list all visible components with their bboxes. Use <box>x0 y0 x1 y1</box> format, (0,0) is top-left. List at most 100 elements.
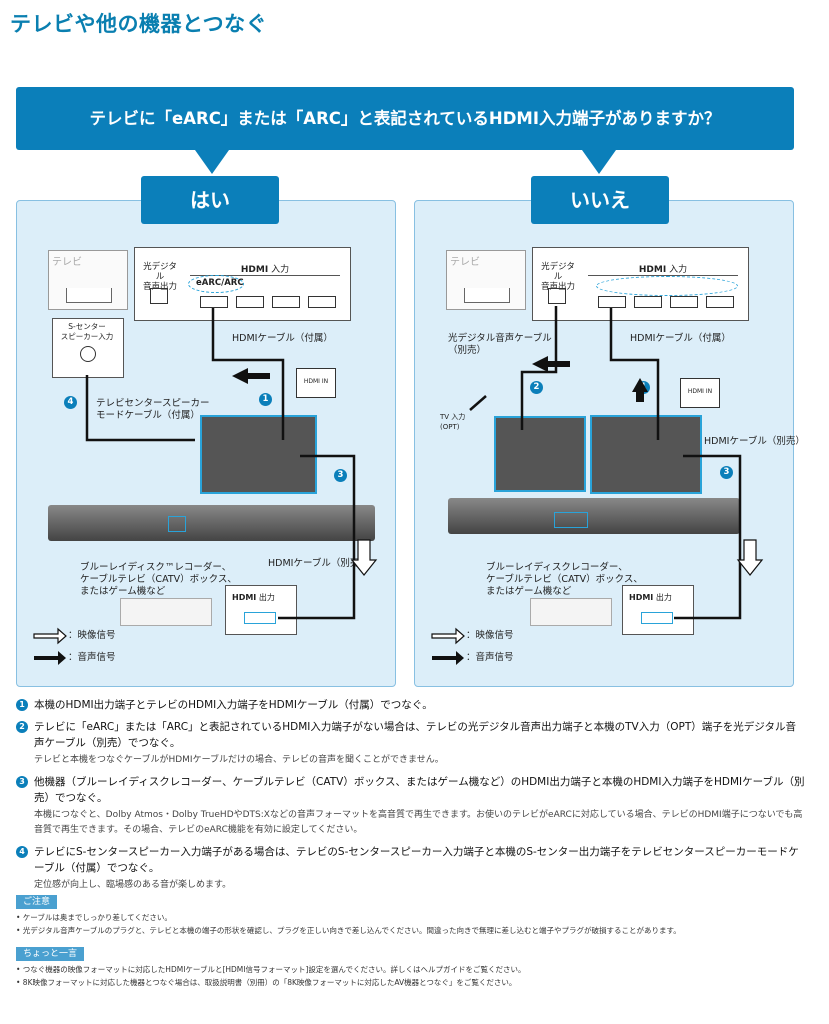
caution-item-1: • ケーブルは奥までしっかり差してください。 <box>16 913 172 922</box>
hdmi-in-suffix: 入力 <box>271 265 290 275</box>
step-num-1: 1 <box>16 699 28 711</box>
optical-port-no <box>548 288 566 304</box>
hdmi-cable-3-yes <box>278 454 356 620</box>
device-hdmi-port-yes <box>244 612 276 624</box>
device-hdmi-out-label-no: HDMI 出力 <box>629 592 672 603</box>
hdmi-logo: HDMI <box>629 593 654 602</box>
step-item-3: 3 他機器（ブルーレイディスクレコーダー、ケーブルテレビ（CATV）ボックス、ま… <box>16 774 806 838</box>
step-num-2: 2 <box>16 721 28 733</box>
hdmi-in-suffix: 入力 <box>669 265 688 275</box>
optical-port-yes <box>150 288 168 304</box>
caution-label: ご注意 <box>16 895 58 909</box>
optical-cable-loose <box>469 395 487 411</box>
hdmi-port-yes-3 <box>272 296 300 308</box>
device-hdmi-out-yes <box>225 585 297 635</box>
hdmi-in-header-yes: HDMI 入力 <box>190 262 340 276</box>
hdmi-out-suffix: 出力 <box>258 593 275 602</box>
hdmi-port-no-3 <box>670 296 698 308</box>
legend-video-no: ：映像信号 <box>466 630 514 641</box>
legend-audio-yes: ：音声信号 <box>68 652 116 663</box>
s-center-cable <box>85 375 195 442</box>
hdmi-oval-no <box>596 276 738 296</box>
step-badge-2: 2 <box>530 381 543 394</box>
hdmi-port-no-2 <box>634 296 662 308</box>
s-center-label: S-センター スピーカー入力 <box>60 322 114 341</box>
step-text-2: テレビに「eARC」または「ARC」と表記されているHDMI入力端子がない場合は… <box>34 721 797 749</box>
step-text-3: 他機器（ブルーレイディスクレコーダー、ケーブルテレビ（CATV）ボックス、または… <box>34 776 805 804</box>
audio-arrow-no-hdmi <box>632 378 648 402</box>
audio-arrow-no-opt <box>532 356 570 372</box>
video-arrow-yes <box>350 539 378 576</box>
soundbar-closeup-opt <box>494 416 586 492</box>
step-item-2: 2 テレビに「eARC」または「ARC」と表記されているHDMI入力端子がない場… <box>16 719 806 768</box>
legend-audio-arrow-yes <box>34 651 66 665</box>
device-label-no: ブルーレイディスクレコーダー、 ケーブルテレビ（CATV）ボックス、 またはゲー… <box>486 562 643 597</box>
legend-audio-arrow-no <box>432 651 464 665</box>
step-sub-3: 本機につなぐと、Dolby Atmos・Dolby TrueHDやDTS:Xなど… <box>34 810 803 835</box>
soundbar-closeup-yes <box>200 415 317 494</box>
hdmi-port-yes-1 <box>200 296 228 308</box>
page-title: テレビや他の機器とつなぐ <box>10 12 268 36</box>
tv-label-no: テレビ <box>450 257 480 268</box>
arrow-down-no-icon <box>582 150 616 174</box>
step-sub-4: 定位感が向上し、臨場感のある音が楽しめます。 <box>34 880 232 890</box>
answer-no: いいえ <box>531 176 669 224</box>
step-item-4: 4 テレビにS-センタースピーカー入力端子がある場合は、テレビのS-センタースピ… <box>16 844 806 893</box>
soundbar-yes <box>48 505 375 541</box>
bd-recorder-yes <box>120 598 212 626</box>
device-hdmi-out-label-yes: HDMI 出力 <box>232 592 275 603</box>
tv-label-yes: テレビ <box>52 257 82 268</box>
soundbar-highlight-yes <box>168 516 186 532</box>
answer-yes: はい <box>141 176 279 224</box>
hdmi-cable-1-yes <box>211 308 285 440</box>
step-text-1: 本機のHDMI出力端子とテレビのHDMI入力端子をHDMIケーブル（付属）でつな… <box>34 699 433 711</box>
audio-arrow-yes <box>232 368 270 384</box>
hdmi-in-badge-yes: HDMI IN <box>296 368 336 398</box>
device-hdmi-out-no <box>622 585 694 635</box>
optical-out-label-yes: 光デジタル 音声出力 <box>142 262 177 292</box>
tip-label: ちょっと一言 <box>16 947 85 961</box>
hdmi-port-no-4 <box>706 296 734 308</box>
caution-item-2: • 光デジタル音声ケーブルのプラグと、テレビと本機の端子の形状を確認し、プラグを… <box>16 926 681 935</box>
optical-cable <box>520 306 558 430</box>
legend-video-yes: ：映像信号 <box>68 630 116 641</box>
device-hdmi-port-no <box>641 612 673 624</box>
hdmi-cable-included-label-no: HDMIケーブル（付属） <box>630 333 731 344</box>
legend-audio-no: ：音声信号 <box>466 652 514 663</box>
step-badge-3-no: 3 <box>720 466 733 479</box>
step-badge-1-yes: 1 <box>259 393 272 406</box>
tv-input-opt-label: TV 入力 (OPT) <box>440 413 466 431</box>
hdmi-port-yes-2 <box>236 296 264 308</box>
step-num-4: 4 <box>16 846 28 858</box>
hdmi-cable-included-label-yes: HDMIケーブル（付属） <box>232 333 333 344</box>
step-text-4: テレビにS-センタースピーカー入力端子がある場合は、テレビのS-センタースピーカ… <box>34 846 799 874</box>
tip-item-1: • つなぐ機器の映像フォーマットに対応したHDMIケーブルと[HDMI信号フォー… <box>16 965 526 974</box>
hdmi-cable-sold-label-yes: HDMIケーブル（別売） <box>268 558 369 569</box>
tv-stand-no <box>464 288 510 303</box>
legend-video-arrow-no <box>431 627 465 645</box>
soundbar-closeup-no <box>590 415 702 494</box>
earc-label-yes: eARC/ARC <box>196 278 244 288</box>
optical-out-label-no: 光デジタル 音声出力 <box>540 262 575 292</box>
step-badge-4: 4 <box>64 396 77 409</box>
tip-item-2: • 8K映像フォーマットに対応した機器とつなぐ場合は、取扱説明書（別冊）の「8K… <box>16 978 517 987</box>
hdmi-cable-3-no <box>674 454 742 620</box>
arrow-down-yes-icon <box>195 150 229 174</box>
hdmi-logo: HDMI <box>232 593 257 602</box>
hdmi-cable-sold-label-no-top: HDMIケーブル（別売） <box>704 436 805 447</box>
hdmi-logo: HDMI <box>638 265 667 275</box>
video-arrow-no <box>736 539 764 576</box>
soundbar-no <box>448 498 740 534</box>
s-center-port <box>80 346 96 362</box>
hdmi-in-badge-no: HDMI IN <box>680 378 720 408</box>
bd-recorder-no <box>530 598 612 626</box>
hdmi-cable-1-no <box>609 308 660 440</box>
hdmi-port-yes-4 <box>308 296 336 308</box>
steps-list: 1 本機のHDMI出力端子とテレビのHDMI入力端子をHDMIケーブル（付属）で… <box>16 697 806 899</box>
step-badge-3-yes: 3 <box>334 469 347 482</box>
hdmi-logo: HDMI <box>240 265 269 275</box>
optical-cable-label: 光デジタル音声ケーブル （別売） <box>448 333 552 356</box>
tv-stand-yes <box>66 288 112 303</box>
